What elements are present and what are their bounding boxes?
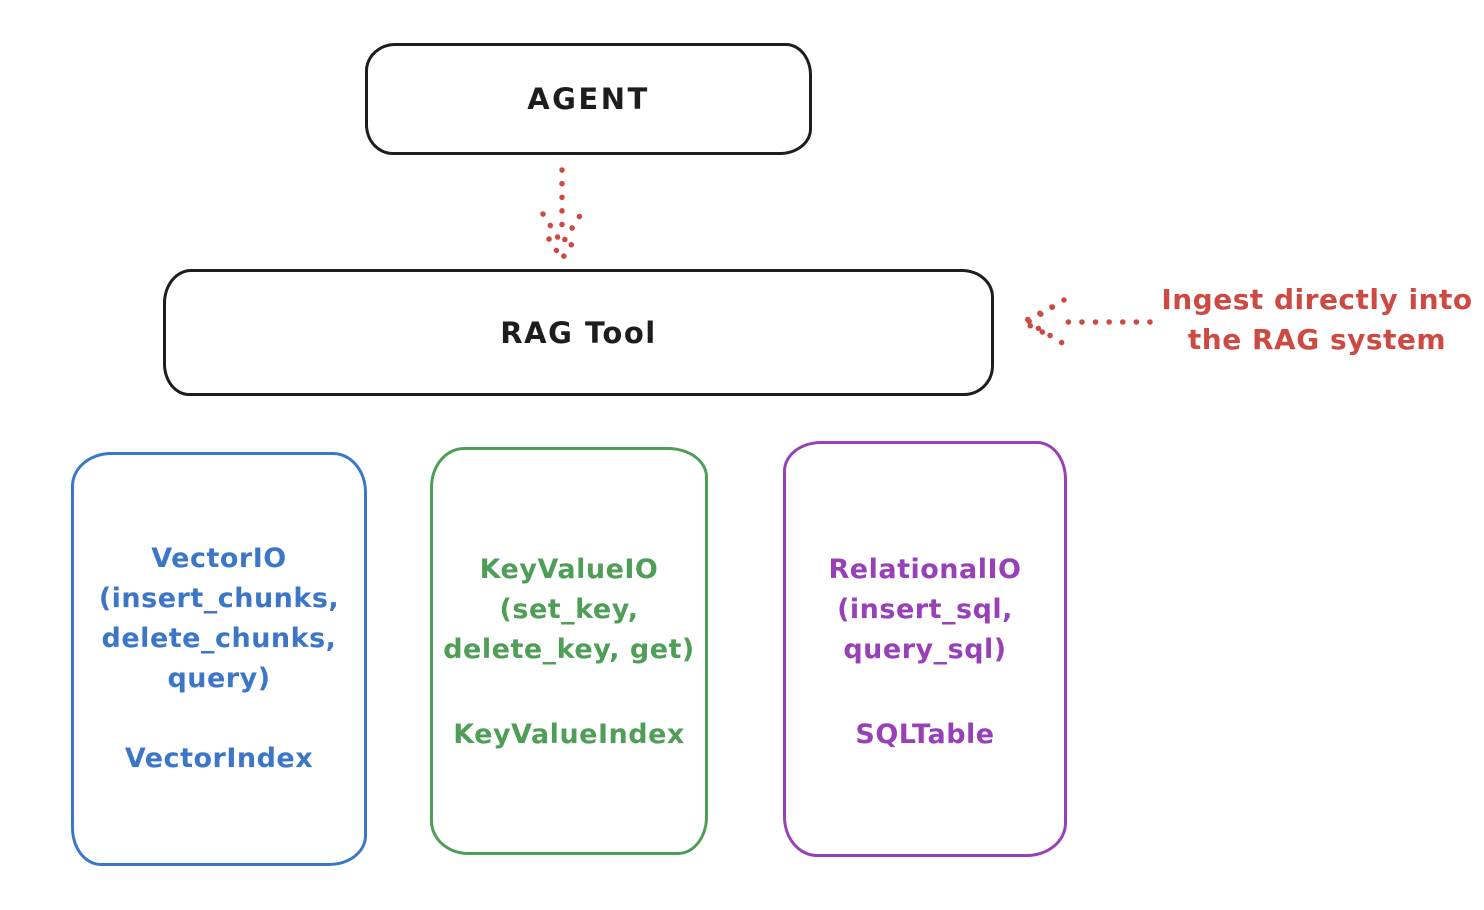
- store-line: (insert_chunks,: [98, 583, 340, 614]
- arrow-ingest-to-ragtool-icon: [1017, 297, 1153, 347]
- rag-tool-node: RAG Tool: [163, 269, 994, 396]
- store-line: query): [167, 663, 271, 694]
- vector-index-label: VectorIndex: [124, 743, 314, 774]
- key-value-index-label: KeyValueIndex: [453, 719, 685, 750]
- ingest-annotation: Ingest directly into the RAG system: [1150, 280, 1484, 360]
- store-line: (set_key,: [499, 594, 639, 625]
- key-value-io-label: KeyValueIO (set_key, delete_key, get): [433, 550, 705, 670]
- store-line: (insert_sql,: [837, 594, 1013, 625]
- store-line: delete_chunks,: [101, 623, 337, 654]
- vector-io-label: VectorIO (insert_chunks, delete_chunks, …: [74, 539, 364, 699]
- ingest-annotation-line2: the RAG system: [1187, 323, 1447, 356]
- store-line: query_sql): [843, 634, 1007, 665]
- agent-label: AGENT: [527, 82, 650, 116]
- vector-io-node: VectorIO (insert_chunks, delete_chunks, …: [71, 452, 367, 866]
- key-value-io-node: KeyValueIO (set_key, delete_key, get) Ke…: [430, 447, 708, 855]
- arrow-agent-to-ragtool-icon: [540, 167, 584, 265]
- relational-io-label: RelationalIO (insert_sql, query_sql): [786, 550, 1064, 670]
- sql-table-label: SQLTable: [855, 719, 995, 750]
- ingest-annotation-line1: Ingest directly into: [1161, 283, 1473, 316]
- store-line: delete_key, get): [443, 634, 695, 665]
- store-line: RelationalIO: [828, 554, 1022, 585]
- agent-node: AGENT: [365, 43, 812, 155]
- store-line: KeyValueIO: [479, 554, 659, 585]
- rag-tool-label: RAG Tool: [500, 315, 657, 350]
- relational-io-node: RelationalIO (insert_sql, query_sql) SQL…: [783, 441, 1067, 857]
- store-line: VectorIO: [151, 543, 287, 574]
